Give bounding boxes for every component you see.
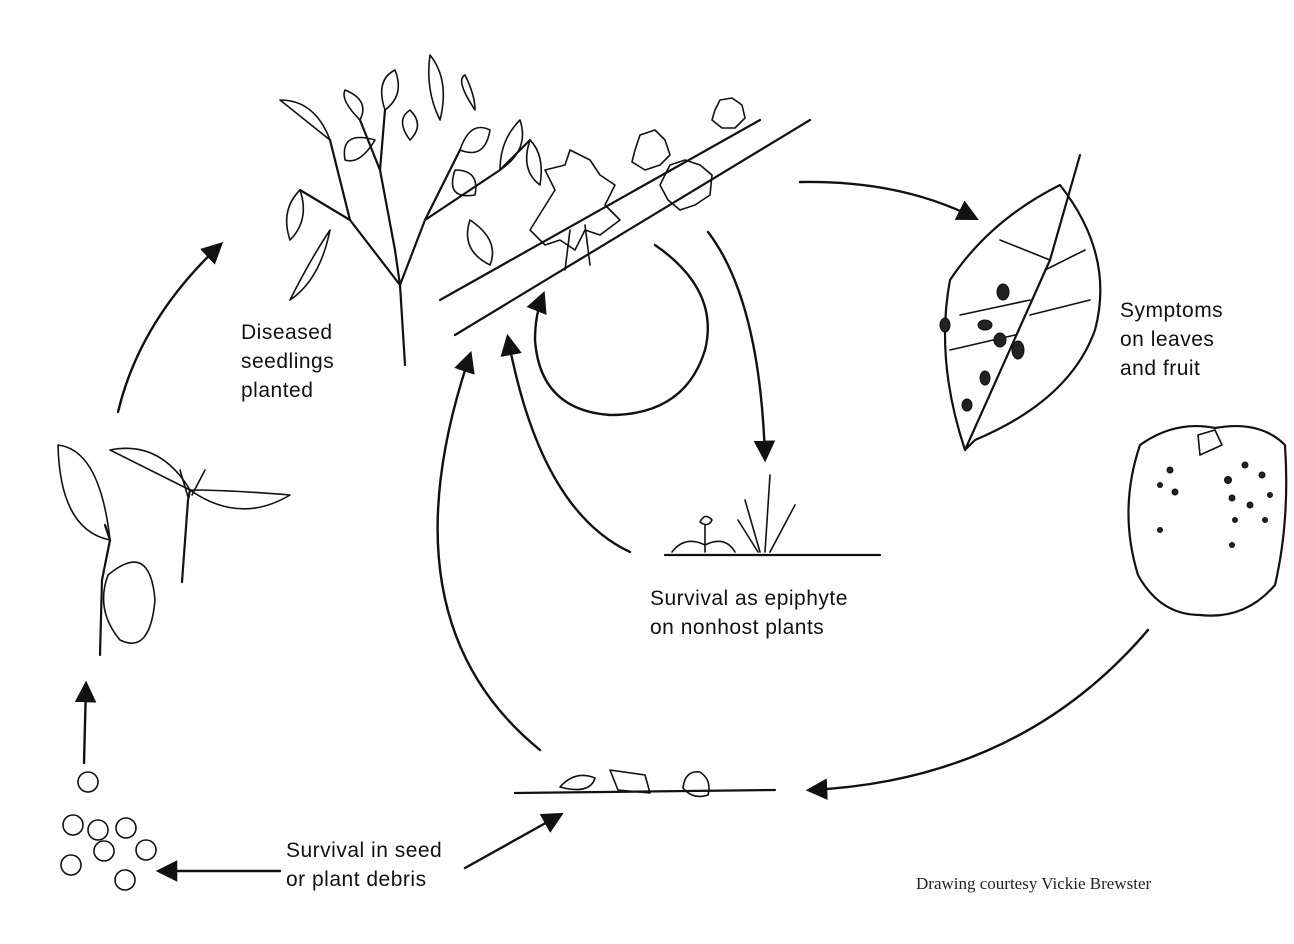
label-seed-debris: Survival in seed or plant debris: [286, 836, 442, 894]
arrow-seedlings-to-field: [118, 245, 220, 412]
infected-leaf-icon: [940, 155, 1100, 450]
arrow-fruit-to-debris: [810, 630, 1148, 790]
seeds-icon: [61, 772, 156, 890]
plant-debris-icon: [515, 770, 775, 796]
arrow-seeds-to-seedlings: [84, 685, 86, 763]
drawing-credit: Drawing courtesy Vickie Brewster: [916, 874, 1151, 894]
nonhost-plants-icon: [665, 475, 880, 555]
seedlings-icon: [58, 445, 290, 655]
infected-plants-row-icon: [440, 98, 810, 335]
label-diseased-seedlings: Diseased seedlings planted: [241, 318, 334, 405]
infected-fruit-icon: [1128, 426, 1286, 616]
arrow-debris-to-field: [438, 355, 540, 750]
arrow-epiphyte-to-field: [508, 338, 630, 552]
arrow-field-to-epiphyte: [708, 232, 765, 458]
label-symptoms: Symptoms on leaves and fruit: [1120, 296, 1223, 383]
arrow-field-to-symptoms: [800, 182, 975, 218]
label-epiphyte: Survival as epiphyte on nonhost plants: [650, 584, 848, 642]
arrow-label-to-debris: [465, 815, 560, 868]
